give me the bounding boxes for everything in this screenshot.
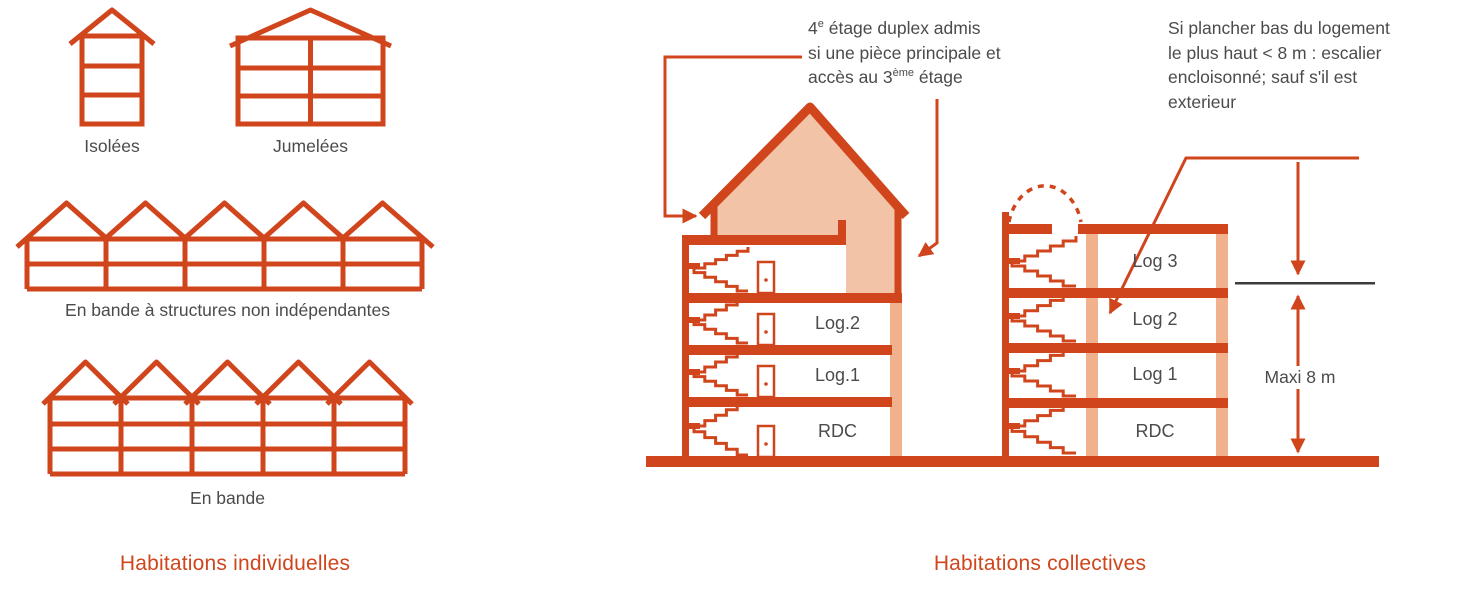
stair-wall — [1002, 212, 1009, 457]
roof — [254, 359, 343, 406]
label-jumelees: Jumelées — [273, 136, 348, 156]
stair-note-line2: le plus haut < 8 m : escalier — [1168, 42, 1382, 63]
duplex-note-bracket-arrow — [663, 55, 802, 224]
duplex-roof — [698, 102, 910, 220]
right-building-floor-log1: Log 1 — [1132, 364, 1178, 384]
duplex-note-line1: 4e étage duplex admis — [808, 18, 981, 38]
isolated-house-icon — [68, 7, 156, 127]
floor-slab — [1002, 343, 1228, 353]
row-houses-icon — [41, 359, 414, 477]
stair-flight — [692, 372, 748, 397]
stair-flight — [1012, 400, 1078, 428]
right-building-floor-log3: Log 3 — [1132, 251, 1178, 271]
stair-flight — [694, 347, 750, 374]
stair-flight — [1012, 345, 1078, 373]
semi-detached-houses-icon — [228, 7, 393, 127]
zigzag-roof — [15, 200, 435, 249]
slab-upstand — [838, 220, 846, 236]
stair-note-line4: exterieur — [1168, 91, 1237, 112]
door — [756, 260, 776, 295]
roof — [68, 7, 156, 46]
duplex-volume — [714, 112, 898, 296]
stair-landing — [1002, 423, 1020, 429]
right-building-floor-rdc: RDC — [1135, 421, 1175, 441]
stair-note: Si plancher bas du logement le plus haut… — [1168, 16, 1408, 114]
stair-flight — [692, 268, 748, 293]
right-building-floor-log2: Log 2 — [1132, 309, 1178, 329]
floor-slab — [682, 293, 902, 303]
duplex-note: 4e étage duplex admis si une pièce princ… — [808, 16, 1058, 90]
left-building-floor-log2: Log.2 — [814, 313, 861, 333]
stair-flight — [692, 426, 748, 457]
roof — [228, 7, 393, 49]
stair-flight — [694, 247, 750, 270]
door — [756, 424, 776, 459]
duplex-note-line2: si une pièce principale et — [808, 42, 1001, 63]
duplex-note-down-arrow — [917, 99, 939, 258]
collective-buildings-diagram — [646, 55, 1379, 467]
roof — [112, 359, 201, 406]
stair-landing — [682, 317, 700, 323]
stair-flight — [1012, 236, 1078, 263]
door — [756, 312, 776, 347]
roof — [183, 359, 272, 406]
house-body — [79, 33, 145, 127]
row-houses-shared-structure-icon — [15, 200, 435, 292]
stair-flight — [692, 320, 748, 345]
floor-slab — [1002, 398, 1228, 408]
stair-flight — [1010, 371, 1076, 398]
stair-landing — [682, 369, 700, 375]
individual-dwellings-title: Habitations individuelles — [119, 552, 351, 575]
maxi-8m-label: Maxi 8 m — [1252, 366, 1348, 389]
stair-flight — [1010, 426, 1076, 455]
label-en-bande: En bande — [190, 488, 265, 508]
floor-slab — [1002, 288, 1228, 298]
top-slab — [1002, 224, 1052, 234]
stair-flight — [1012, 290, 1078, 318]
left-building — [682, 220, 902, 462]
floor-slab — [682, 397, 892, 407]
stair-flight — [694, 295, 750, 322]
stair-note-line3: encloisonné; sauf s'il est — [1168, 67, 1358, 87]
door — [756, 364, 776, 399]
column — [890, 303, 902, 460]
door-handle — [764, 278, 768, 282]
collective-dwellings-title: Habitations collectives — [933, 552, 1147, 575]
duplex-note-line3: accès au 3ème étage — [808, 67, 963, 87]
door-handle — [764, 382, 768, 386]
left-building-floor-log1: Log.1 — [814, 365, 861, 385]
floor-slab — [682, 345, 892, 355]
stair-landing — [682, 423, 700, 429]
stair-flight — [1010, 261, 1076, 288]
stair-landing — [682, 263, 700, 269]
top-slab — [1078, 224, 1228, 234]
stair-flight — [1010, 316, 1076, 343]
door-handle — [764, 442, 768, 446]
ground-line — [646, 456, 1379, 467]
label-en-bande-non-independantes: En bande à structures non indépendantes — [65, 300, 390, 320]
landing-doors — [756, 260, 776, 459]
left-building-floor-rdc: RDC — [818, 421, 857, 441]
top-slab — [682, 235, 846, 245]
door-handle — [764, 330, 768, 334]
stair-note-arrow — [1108, 156, 1359, 315]
roof — [325, 359, 414, 406]
roof — [41, 359, 130, 406]
stair-note-line1: Si plancher bas du logement — [1168, 18, 1390, 38]
right-building — [1002, 184, 1228, 457]
label-isolees: Isolées — [84, 136, 140, 156]
reference-line — [1235, 282, 1375, 285]
dashed-roof-arc — [1007, 184, 1083, 223]
stair-flight — [694, 399, 750, 428]
